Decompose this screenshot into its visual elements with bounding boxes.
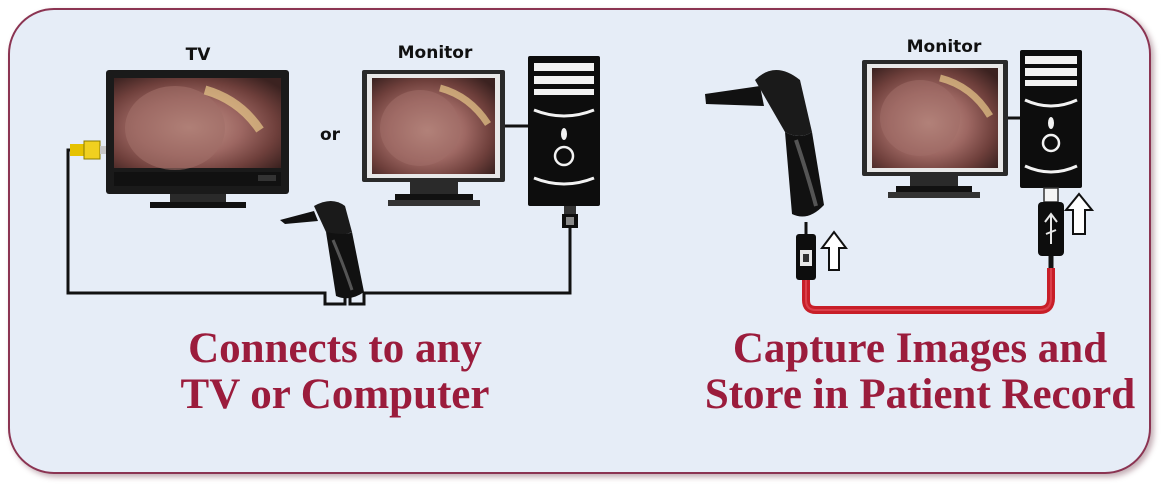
- up-arrow-icon: [820, 230, 848, 271]
- caption-left-line-1: Connects to any: [188, 325, 482, 372]
- caption-right-line-1: Capture Images and: [732, 325, 1108, 372]
- caption-right: Capture Images and Store in Patient Reco…: [680, 326, 1160, 418]
- video-cable: [66, 148, 572, 306]
- otoscope-icon: [705, 70, 824, 217]
- caption-right-line-2: Store in Patient Record: [704, 371, 1136, 418]
- monitor-icon: [862, 60, 1008, 198]
- usb-plug-icon: [1038, 187, 1064, 268]
- monitor-left-label: Monitor: [398, 43, 473, 63]
- rca-connector-icon: [70, 140, 106, 160]
- caption-left: Connects to any TV or Computer: [120, 326, 550, 418]
- computer-tower-icon: [1020, 50, 1082, 188]
- usb-cable-highlight: [805, 268, 1052, 311]
- computer-tower-icon: [528, 56, 600, 206]
- or-label: or: [320, 125, 341, 145]
- otoscope-icon: [280, 201, 364, 299]
- usb-plug-icon: [796, 222, 816, 280]
- tv-icon: [106, 70, 289, 208]
- usb-connector-left: [562, 206, 578, 228]
- tv-label: TV: [186, 45, 212, 65]
- caption-left-line-2: TV or Computer: [180, 371, 490, 418]
- monitor-icon: [362, 70, 505, 206]
- monitor-right-label: Monitor: [907, 37, 982, 57]
- up-arrow-icon: [1063, 192, 1095, 235]
- usb-cable: [802, 268, 1055, 314]
